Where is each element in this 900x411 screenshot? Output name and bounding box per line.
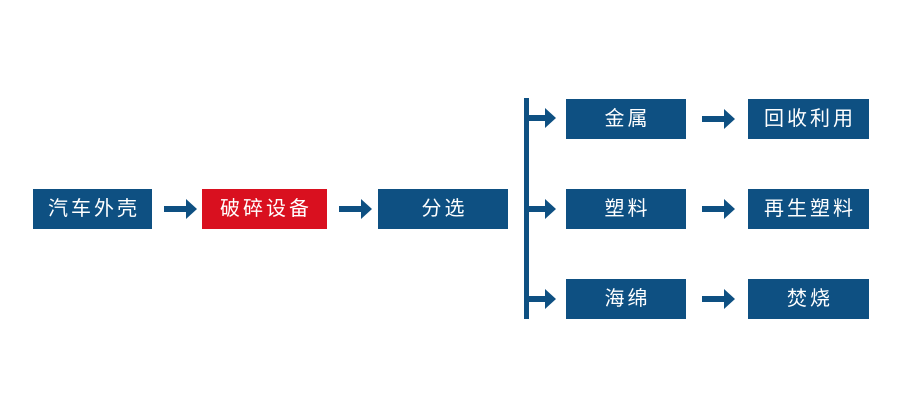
node-shredder-equipment[interactable]: 破碎设备 <box>202 189 327 229</box>
arrow-branch-metal-icon <box>527 108 556 128</box>
node-metal-recycling[interactable]: 回收利用 <box>748 99 869 139</box>
arrow-shredder-to-sorting-icon <box>339 199 372 219</box>
node-plastic[interactable]: 塑料 <box>566 189 686 229</box>
node-incineration[interactable]: 焚烧 <box>748 279 869 319</box>
arrow-sponge-to-incineration-icon <box>702 289 735 309</box>
vertical-split-connector <box>524 98 529 319</box>
node-metal[interactable]: 金属 <box>566 99 686 139</box>
arrow-input-to-shredder-icon <box>164 199 197 219</box>
arrow-plastic-to-regenerated-icon <box>702 199 735 219</box>
node-regenerated-plastic[interactable]: 再生塑料 <box>748 189 869 229</box>
arrow-metal-to-recycle-icon <box>702 109 735 129</box>
node-sorting[interactable]: 分选 <box>378 189 508 229</box>
node-sponge[interactable]: 海绵 <box>566 279 686 319</box>
arrow-branch-sponge-icon <box>527 289 556 309</box>
node-input-car-shell[interactable]: 汽车外壳 <box>33 189 152 229</box>
arrow-branch-plastic-icon <box>527 199 556 219</box>
